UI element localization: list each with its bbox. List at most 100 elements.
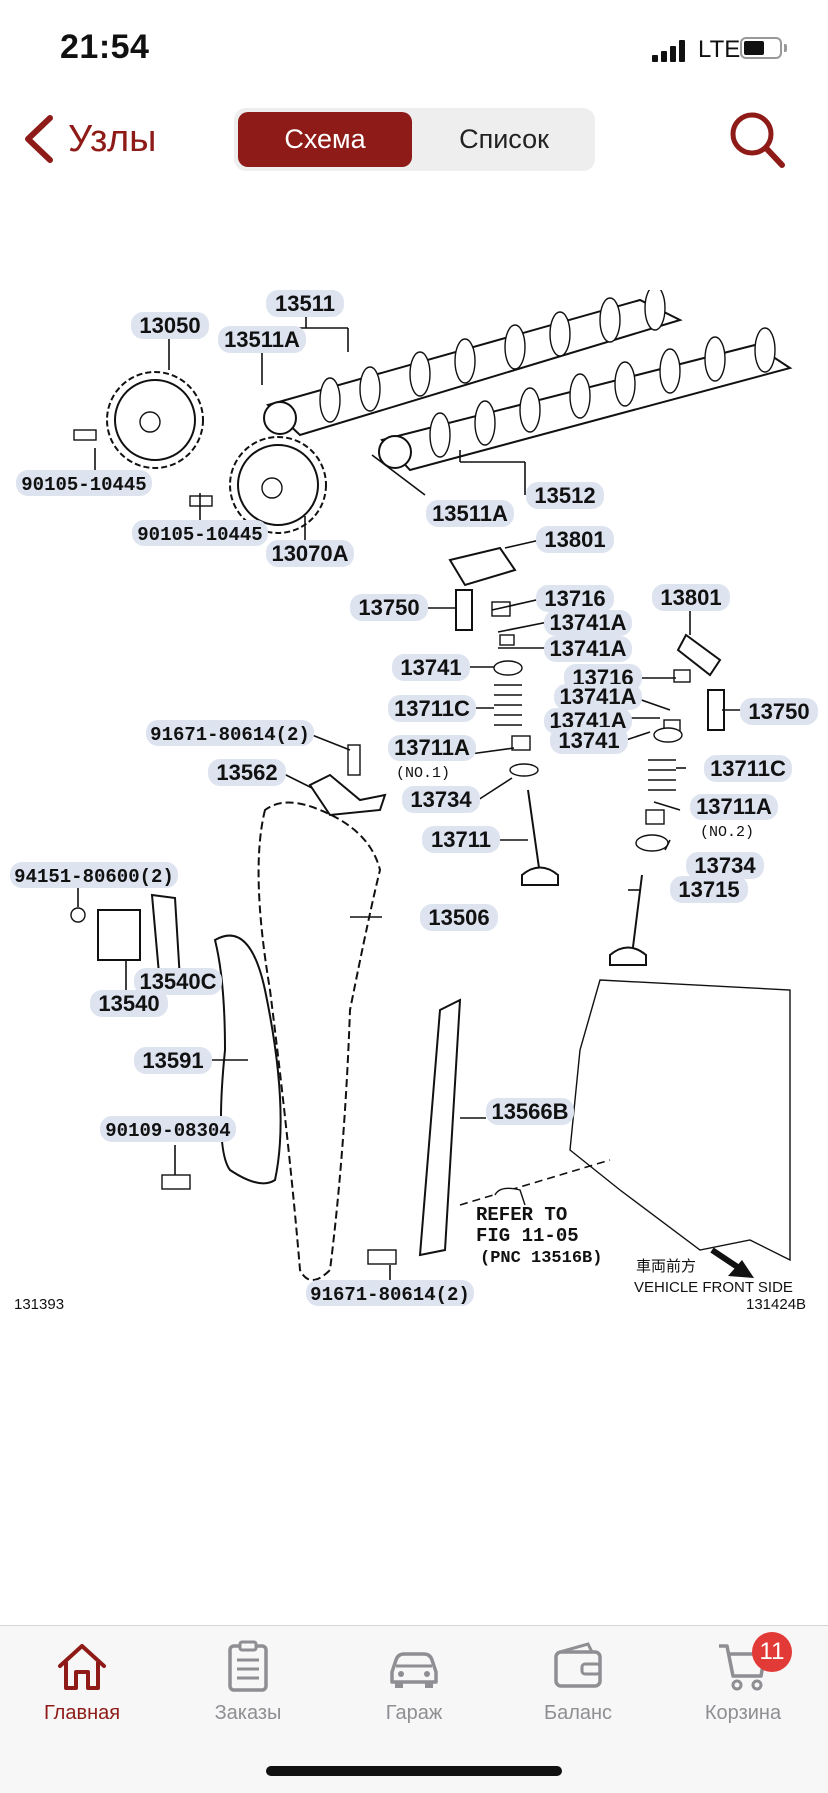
part-label-13562[interactable]: 13562 [208, 759, 286, 786]
refer-note-line1: REFER TO [476, 1204, 567, 1226]
svg-text:13506: 13506 [428, 905, 489, 930]
part-label-13711a-no1[interactable]: 13711A [388, 735, 476, 761]
part-label-13741a-b[interactable]: 13741A [544, 636, 632, 662]
camshaft-intake-drawing [263, 285, 683, 437]
part-label-13716-a[interactable]: 13716 [536, 585, 614, 612]
part-label-13741a-c[interactable]: 13741A [554, 684, 642, 710]
cellular-signal-icon [652, 40, 690, 62]
part-label-13741-a[interactable]: 13741 [392, 654, 470, 681]
part-label-13711a-no2[interactable]: 13711A [690, 794, 778, 820]
battery-icon [740, 37, 788, 61]
tab-balance[interactable]: Баланс [503, 1638, 653, 1748]
tab-balance-label: Баланс [543, 1702, 613, 1724]
tab-garage[interactable]: Гараж [339, 1638, 489, 1748]
camshaft-exhaust-drawing [378, 327, 793, 472]
no1-note: (NO.1) [396, 765, 450, 782]
part-label-13540c[interactable]: 13540C [134, 968, 222, 995]
part-label-13566b[interactable]: 13566B [486, 1098, 574, 1125]
svg-text:13711C: 13711C [710, 756, 786, 781]
part-label-13070a[interactable]: 13070A [266, 540, 354, 567]
status-time: 21:54 [60, 28, 150, 66]
part-label-13734-a[interactable]: 13734 [402, 786, 480, 813]
tab-orders[interactable]: Заказы [173, 1638, 323, 1748]
tab-cart[interactable]: Корзина 11 [668, 1632, 818, 1748]
tab-home[interactable]: Главная [7, 1638, 157, 1748]
part-label-13511a-intake[interactable]: 13511A [218, 326, 306, 353]
tensioner-drawing [70, 744, 387, 987]
svg-text:90109-08304: 90109-08304 [105, 1120, 230, 1142]
car-icon [390, 1652, 438, 1688]
part-label-13711[interactable]: 13711 [422, 826, 500, 853]
part-label-13540[interactable]: 13540 [90, 990, 168, 1017]
search-button[interactable] [728, 110, 786, 170]
vvt-sprocket-exhaust-drawing [189, 436, 327, 534]
svg-text:13741A: 13741A [559, 684, 636, 709]
part-label-13801-a[interactable]: 13801 [536, 526, 614, 553]
svg-text:91671-80614(2): 91671-80614(2) [150, 724, 310, 746]
figure-code-left: 131393 [14, 1296, 64, 1313]
svg-text:13801: 13801 [660, 585, 721, 610]
svg-text:13750: 13750 [748, 699, 809, 724]
svg-text:13540: 13540 [98, 991, 159, 1016]
svg-text:13540C: 13540C [139, 969, 216, 994]
svg-text:13741A: 13741A [549, 610, 626, 635]
part-label-91671-80614-a[interactable]: 91671-80614(2) [146, 720, 314, 746]
part-label-90105-10445-a[interactable]: 90105-10445 [16, 470, 152, 496]
part-label-13734-b[interactable]: 13734 [686, 852, 764, 879]
part-label-13591[interactable]: 13591 [134, 1047, 212, 1074]
segment-list[interactable]: Список [459, 124, 549, 154]
svg-text:13591: 13591 [142, 1048, 203, 1073]
part-label-91671-80614-b[interactable]: 91671-80614(2) [306, 1280, 474, 1306]
timing-chain-drawing [257, 801, 382, 1281]
svg-text:13512: 13512 [534, 483, 595, 508]
part-label-13511[interactable]: 13511 [266, 290, 344, 317]
svg-text:91671-80614(2): 91671-80614(2) [310, 1284, 470, 1306]
svg-text:13711A: 13711A [696, 794, 772, 819]
svg-text:13050: 13050 [139, 313, 200, 338]
svg-text:13801: 13801 [544, 527, 605, 552]
part-label-13750-b[interactable]: 13750 [740, 698, 818, 725]
part-label-13741a-a[interactable]: 13741A [544, 610, 632, 636]
part-label-94151-80600[interactable]: 94151-80600(2) [10, 862, 178, 888]
timing-chain-diagram-svg: 13511 13050 13511A 90105-10445 13512 135… [10, 285, 818, 1313]
part-label-13801-b[interactable]: 13801 [652, 584, 730, 611]
part-label-13511a-exhaust[interactable]: 13511A [426, 500, 514, 527]
svg-text:13715: 13715 [678, 877, 739, 902]
part-label-90105-10445-b[interactable]: 90105-10445 [132, 520, 268, 546]
part-label-13750-a[interactable]: 13750 [350, 594, 428, 621]
part-label-13050[interactable]: 13050 [131, 312, 209, 339]
vehicle-front-arrow-icon [710, 1247, 754, 1278]
chevron-left-icon [25, 115, 53, 163]
engine-block-drawing [459, 979, 791, 1262]
bottom-tab-bar: Главная Заказы Гараж Баланс [0, 1625, 828, 1793]
svg-text:94151-80600(2): 94151-80600(2) [14, 866, 174, 888]
svg-text:90105-10445: 90105-10445 [21, 474, 146, 496]
part-label-13711c-b[interactable]: 13711C [704, 755, 792, 782]
network-type: LTE [698, 36, 741, 63]
svg-text:13711A: 13711A [394, 735, 470, 760]
svg-text:13734: 13734 [410, 787, 472, 812]
back-label: Узлы [68, 117, 157, 160]
svg-text:13750: 13750 [358, 595, 419, 620]
parts-diagram: 13511 13050 13511A 90105-10445 13512 135… [0, 285, 828, 1510]
svg-text:13741: 13741 [558, 728, 619, 753]
part-label-13506[interactable]: 13506 [420, 904, 498, 931]
part-label-90109-08304[interactable]: 90109-08304 [100, 1116, 236, 1142]
segment-scheme[interactable]: Схема [238, 112, 412, 167]
tab-cart-label: Корзина [704, 1702, 782, 1724]
home-indicator [266, 1766, 562, 1776]
vvt-sprocket-intake-drawing [73, 371, 204, 469]
part-label-13711c-a[interactable]: 13711C [388, 695, 476, 722]
part-label-13715[interactable]: 13715 [670, 876, 748, 903]
part-label-13512[interactable]: 13512 [526, 482, 604, 509]
part-label-13741-b[interactable]: 13741 [550, 727, 628, 754]
figure-code-right: 131424B [746, 1296, 806, 1313]
valve-train-drawing [448, 546, 725, 966]
svg-text:13070A: 13070A [271, 541, 348, 566]
no2-note: (NO.2) [700, 824, 754, 841]
back-button[interactable]: Узлы [22, 112, 157, 166]
svg-text:13711: 13711 [431, 827, 491, 852]
svg-text:13741A: 13741A [549, 636, 626, 661]
status-bar: 21:54 LTE [0, 0, 828, 100]
vehicle-front-jp: 車両前方 [636, 1257, 696, 1275]
